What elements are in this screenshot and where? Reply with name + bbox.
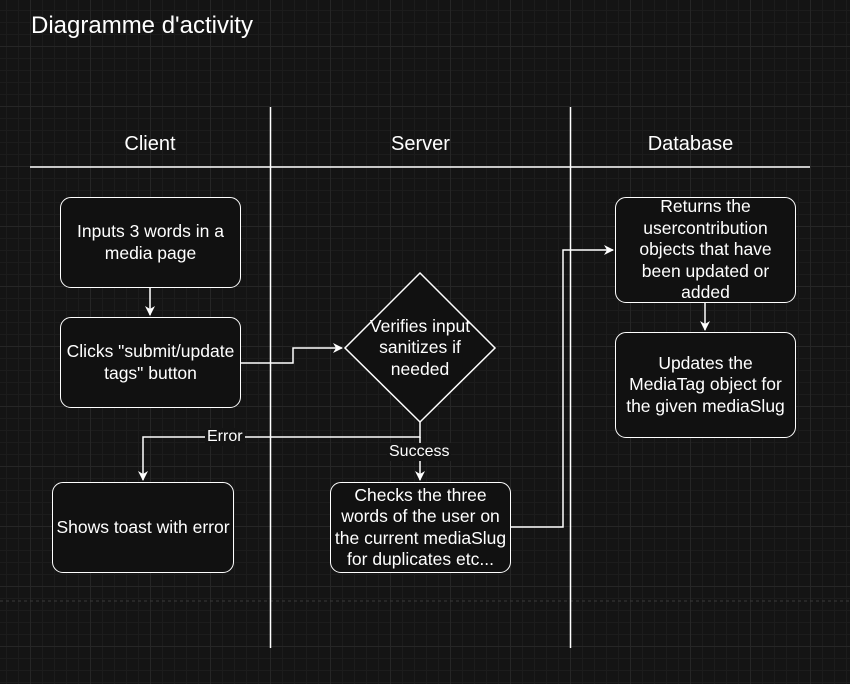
node-shows-toast[interactable]: Shows toast with error: [52, 482, 234, 573]
arrow-error-to-toast: [138, 422, 421, 481]
lane-header-client: Client: [124, 133, 176, 155]
edge-label-success: Success: [387, 443, 452, 461]
node-inputs-words[interactable]: Inputs 3 words in a media page: [60, 197, 241, 288]
node-clicks-submit[interactable]: Clicks "submit/update tags" button: [60, 317, 241, 408]
arrow-clicks-to-verifies: [241, 343, 343, 364]
lane-header-database: Database: [647, 133, 734, 155]
edge-label-error: Error: [205, 428, 245, 446]
lane-header-server: Server: [391, 133, 450, 155]
node-updates-mediatag[interactable]: Updates the MediaTag object for the give…: [615, 332, 796, 438]
diagram-title: Diagramme d'activity: [31, 12, 253, 39]
arrow-checks-to-returns: [511, 245, 614, 528]
node-checks-words[interactable]: Checks the three words of the user on th…: [330, 482, 511, 573]
node-verifies-input: Verifies input sanitizes if needed: [369, 315, 471, 379]
node-returns-objects[interactable]: Returns the usercontribution objects tha…: [615, 196, 796, 303]
